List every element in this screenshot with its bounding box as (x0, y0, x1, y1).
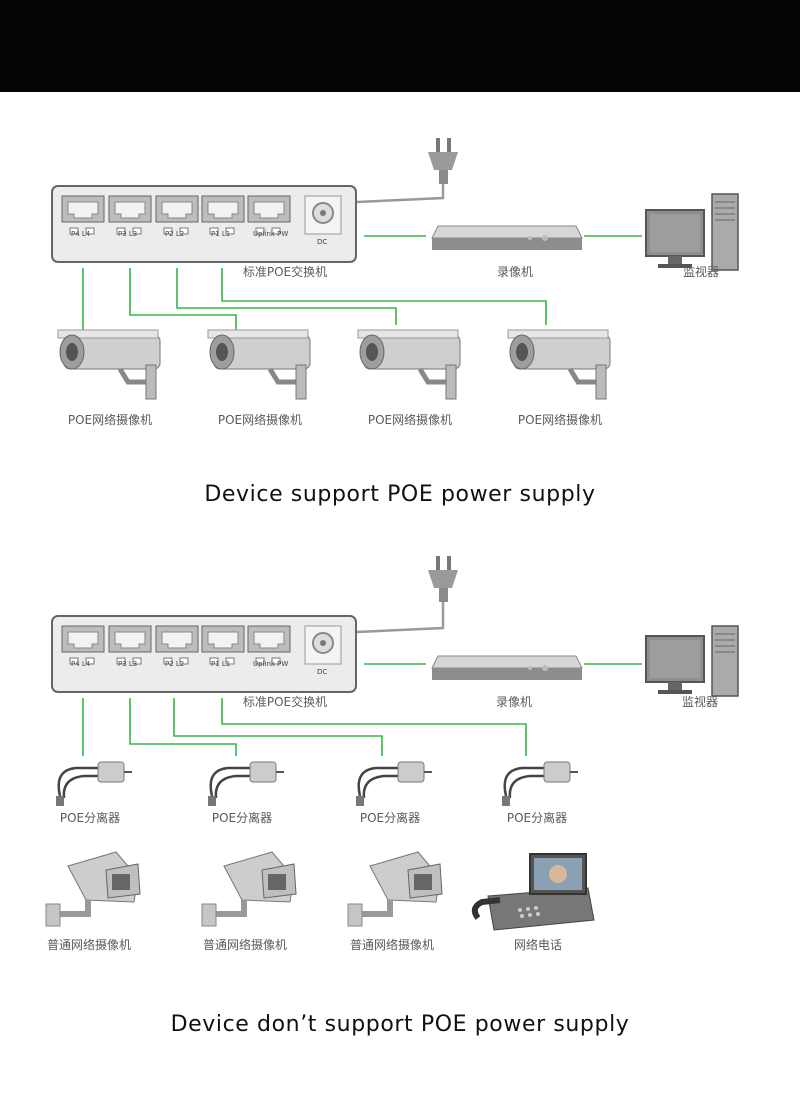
rj45-port-icon (155, 625, 199, 665)
bullet-camera-icon (357, 329, 461, 400)
power-plug-icon (356, 138, 458, 204)
cable-lines (82, 663, 642, 756)
port-label-uplink: Uplink PW (253, 230, 289, 238)
splitter-label-3: POE分离器 (359, 811, 421, 825)
dc-label: DC (317, 238, 328, 246)
device-label-4: 网络电话 (513, 938, 563, 952)
caption-top: Device support POE power supply (204, 482, 596, 507)
bullet-camera-icon (57, 329, 161, 400)
diagram-graphics (45, 556, 739, 931)
rj45-port-icon (108, 195, 152, 235)
poe-splitter-icon (502, 761, 578, 806)
port-label-p2: P2 L2 (165, 660, 185, 668)
device-label-3: POE网络摄像机 (367, 413, 453, 427)
poe-switch-icon (51, 185, 357, 263)
rj45-port-icon (201, 625, 245, 665)
rj45-port-icon (247, 195, 291, 235)
bullet-camera-icon (207, 329, 311, 400)
video-phone-icon (471, 853, 595, 931)
port-label-p4: P4 L4 (71, 660, 91, 668)
rj45-port-icon (201, 195, 245, 235)
monitor-label: 监视器 (682, 265, 720, 279)
splitter-label-1: POE分离器 (59, 811, 121, 825)
port-label-uplink: Uplink PW (253, 660, 289, 668)
port-label-p1: P1 L1 (211, 230, 231, 238)
cable-lines (82, 235, 642, 330)
diagram-graphics (51, 138, 739, 400)
dc-label: DC (317, 668, 328, 676)
port-label-p2: P2 L2 (165, 230, 185, 238)
bullet-camera-icon (507, 329, 611, 400)
poe-diagram-top: P4 L4 P3 L3 P2 L2 P1 L1 Uplink PW DC 标准P… (0, 120, 800, 500)
device-label-1: 普通网络摄像机 (46, 938, 132, 952)
nvr-recorder-icon (431, 225, 583, 250)
poe-diagram-bottom: P4 L4 P3 L3 P2 L2 P1 L1 Uplink PW DC 标准P… (0, 548, 800, 968)
caption-bottom: Device don’t support POE power supply (170, 1012, 630, 1037)
monitor-label: 监视器 (681, 695, 719, 709)
poe-splitter-icon (56, 761, 132, 806)
device-label-2: POE网络摄像机 (217, 413, 303, 427)
rj45-port-icon (61, 195, 105, 235)
port-label-p1: P1 L1 (211, 660, 231, 668)
box-camera-icon (347, 851, 443, 927)
nvr-label: 录像机 (496, 265, 534, 279)
port-label-p4: P4 L4 (71, 230, 91, 238)
rj45-port-icon (155, 195, 199, 235)
switch-label: 标准POE交换机 (242, 695, 328, 709)
rj45-port-icon (61, 625, 105, 665)
splitter-label-4: POE分离器 (506, 811, 568, 825)
device-label-1: POE网络摄像机 (67, 413, 153, 427)
nvr-recorder-icon (431, 655, 583, 680)
box-camera-icon (45, 851, 141, 927)
port-label-p3: P3 L3 (118, 660, 138, 668)
top-black-bar (0, 0, 800, 92)
port-label-p3: P3 L3 (118, 230, 138, 238)
monitor-computer-icon (645, 625, 739, 697)
monitor-computer-icon (645, 193, 739, 271)
poe-switch-icon (51, 615, 357, 693)
rj45-port-icon (247, 625, 291, 665)
splitter-label-2: POE分离器 (211, 811, 273, 825)
device-label-3: 普通网络摄像机 (349, 938, 435, 952)
box-camera-icon (201, 851, 297, 927)
rj45-port-icon (108, 625, 152, 665)
nvr-label: 录像机 (495, 695, 533, 709)
power-plug-icon (356, 556, 458, 634)
poe-splitter-icon (208, 761, 284, 806)
switch-label: 标准POE交换机 (242, 265, 328, 279)
device-label-2: 普通网络摄像机 (202, 938, 288, 952)
poe-splitter-icon (356, 761, 432, 806)
device-label-4: POE网络摄像机 (517, 413, 603, 427)
